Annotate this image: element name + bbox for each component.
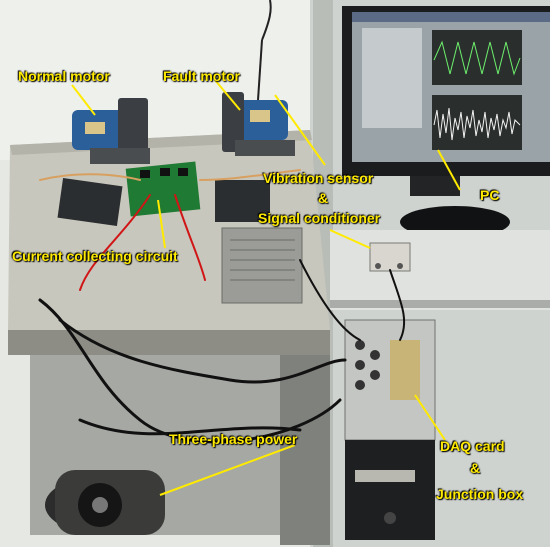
ampersand-label-2: & — [470, 460, 481, 476]
power-supply-box — [221, 227, 303, 304]
three-phase-power-label: Three-phase power — [169, 431, 298, 447]
vibration-sensor-label: Vibration sensor — [263, 170, 374, 186]
current-collecting-circuit-label: Current collecting circuit — [12, 248, 178, 264]
current-collecting-circuit-board — [125, 161, 201, 217]
junction-box-label: Junction box — [436, 486, 524, 502]
pc-label: PC — [480, 187, 500, 203]
daq-junction-box — [344, 319, 436, 540]
pc-monitor — [342, 6, 550, 238]
normal-motor-label: Normal motor — [18, 68, 110, 84]
normal-motor-illustration — [72, 98, 150, 164]
ampersand-label-1: & — [318, 190, 329, 206]
signal-conditioner-label: Signal conditioner — [258, 210, 381, 226]
fault-motor-label: Fault motor — [163, 68, 240, 84]
daq-card-label: DAQ card — [440, 438, 505, 454]
three-phase-variac — [45, 470, 165, 535]
